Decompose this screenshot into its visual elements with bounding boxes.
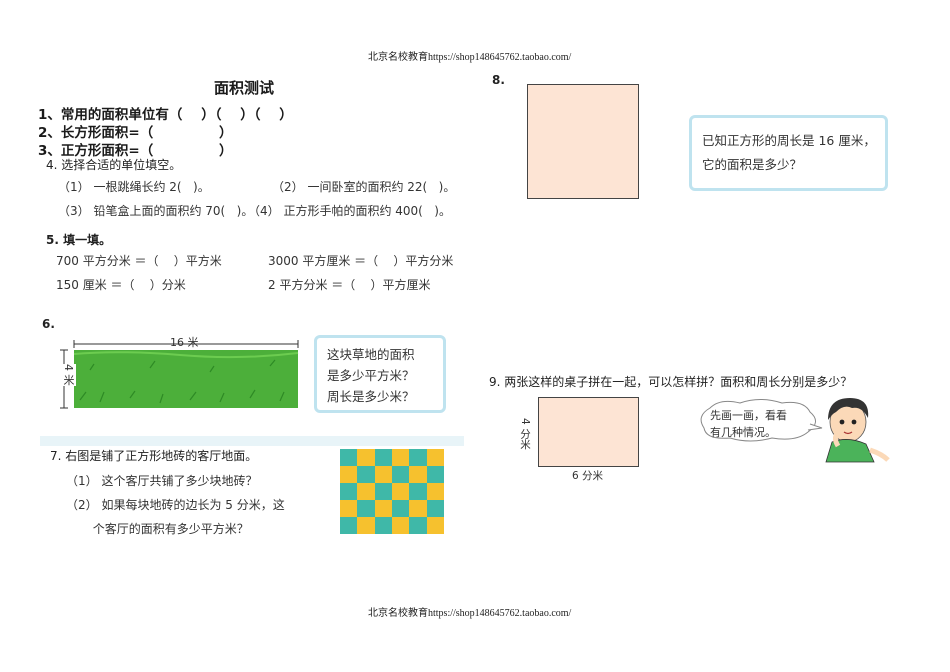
- floor-tile: [426, 483, 444, 500]
- bubble-line: 它的面积是多少？: [702, 157, 803, 172]
- floor-tile: [426, 517, 444, 534]
- bubble-line: 是多少平方米？: [327, 368, 415, 383]
- floor-tile: [392, 483, 410, 500]
- q6-speech-bubble: 这块草地的面积 是多少平方米？ 周长是多少米？: [314, 335, 446, 413]
- question-5-item: 2 平方分米 ＝（ ）平方厘米: [268, 278, 431, 292]
- page-header: 北京名校教育https://shop148645762.taobao.com/: [368, 52, 572, 63]
- bubble-line: 已知正方形的周长是 16 厘米，: [702, 133, 876, 148]
- speech-line: 有几种情况。: [710, 426, 776, 439]
- question-7-label: 7. 右图是铺了正方形地砖的客厅地面。: [50, 449, 258, 463]
- question-4-item: （1） 一根跳绳长约 2( )。: [58, 180, 210, 194]
- q7-band: [40, 436, 464, 446]
- grass-figure: [60, 340, 299, 409]
- page-title: 面积测试: [214, 79, 275, 97]
- floor-tile: [426, 500, 444, 517]
- floor-tile: [340, 517, 358, 534]
- question-7-line: 个客厅的面积有多少平方米？: [66, 522, 249, 536]
- page-footer: 北京名校教育https://shop148645762.taobao.com/: [368, 608, 572, 619]
- floor-tile: [392, 466, 410, 483]
- question-5-label: 5. 填一填。: [46, 233, 112, 247]
- floor-tile: [357, 483, 375, 500]
- floor-tile: [409, 500, 427, 517]
- q8-speech-bubble: 已知正方形的周长是 16 厘米， 它的面积是多少？: [689, 115, 888, 191]
- question-4-item: （4） 正方形手帕的面积约 400( )。: [248, 204, 451, 218]
- floor-tile: [409, 466, 427, 483]
- floor-tile: [374, 500, 392, 517]
- question-8-label: 8.: [492, 73, 505, 87]
- floor-tile: [374, 483, 392, 500]
- floor-tile: [374, 466, 392, 483]
- floor-tile: [392, 517, 410, 534]
- tile-floor: [340, 449, 444, 534]
- question-4-item: （3） 铅笔盒上面的面积约 70( )。: [58, 204, 254, 218]
- grass-width-label: 16 米: [170, 336, 199, 349]
- table-height-label: 4 分米: [519, 418, 531, 450]
- floor-tile: [392, 500, 410, 517]
- floor-tile: [357, 500, 375, 517]
- question-2: 2、长方形面积=（ ）: [38, 125, 233, 141]
- question-4-item: （2） 一间卧室的面积约 22( )。: [272, 180, 456, 194]
- floor-tile: [409, 449, 427, 466]
- floor-tile: [340, 466, 358, 483]
- question-9-label: 9. 两张这样的桌子拼在一起，可以怎样拼？面积和周长分别是多少？: [489, 375, 853, 389]
- question-3: 3、正方形面积=（ ）: [38, 143, 233, 159]
- question-6-label: 6.: [42, 317, 55, 331]
- floor-tile: [357, 517, 375, 534]
- floor-tile: [409, 483, 427, 500]
- question-7-line: （1） 这个客厅共铺了多少块地砖？: [66, 474, 258, 488]
- question-7-line: （2） 如果每块地砖的边长为 5 分米，这: [66, 498, 285, 512]
- square-figure: [527, 84, 639, 199]
- floor-tile: [340, 500, 358, 517]
- bubble-line: 周长是多少米？: [327, 389, 415, 404]
- thought-cloud: [700, 399, 823, 442]
- question-1: 1、常用的面积单位有（ ）（ ）（ ）: [38, 107, 293, 123]
- question-5-item: 150 厘米 ＝（ ）分米: [56, 278, 186, 292]
- bubble-line: 这块草地的面积: [327, 347, 415, 362]
- floor-tile: [426, 449, 444, 466]
- speech-line: 先画一画，看看: [710, 409, 787, 422]
- table-width-label: 6 分米: [572, 470, 604, 482]
- cartoon-boy-icon: [825, 398, 890, 463]
- floor-tile: [374, 517, 392, 534]
- floor-tile: [340, 449, 358, 466]
- floor-tile: [340, 483, 358, 500]
- question-5-item: 3000 平方厘米 ＝（ ）平方分米: [268, 254, 454, 268]
- question-5-item: 700 平方分米 ＝（ ）平方米: [56, 254, 222, 268]
- floor-tile: [426, 466, 444, 483]
- floor-tile: [357, 449, 375, 466]
- table-figure: [538, 397, 639, 467]
- floor-tile: [392, 449, 410, 466]
- question-4-label: 4. 选择合适的单位填空。: [46, 158, 182, 172]
- floor-tile: [374, 449, 392, 466]
- floor-tile: [409, 517, 427, 534]
- floor-tile: [357, 466, 375, 483]
- grass-field: [74, 350, 298, 408]
- grass-height-label: 4 米: [60, 364, 76, 386]
